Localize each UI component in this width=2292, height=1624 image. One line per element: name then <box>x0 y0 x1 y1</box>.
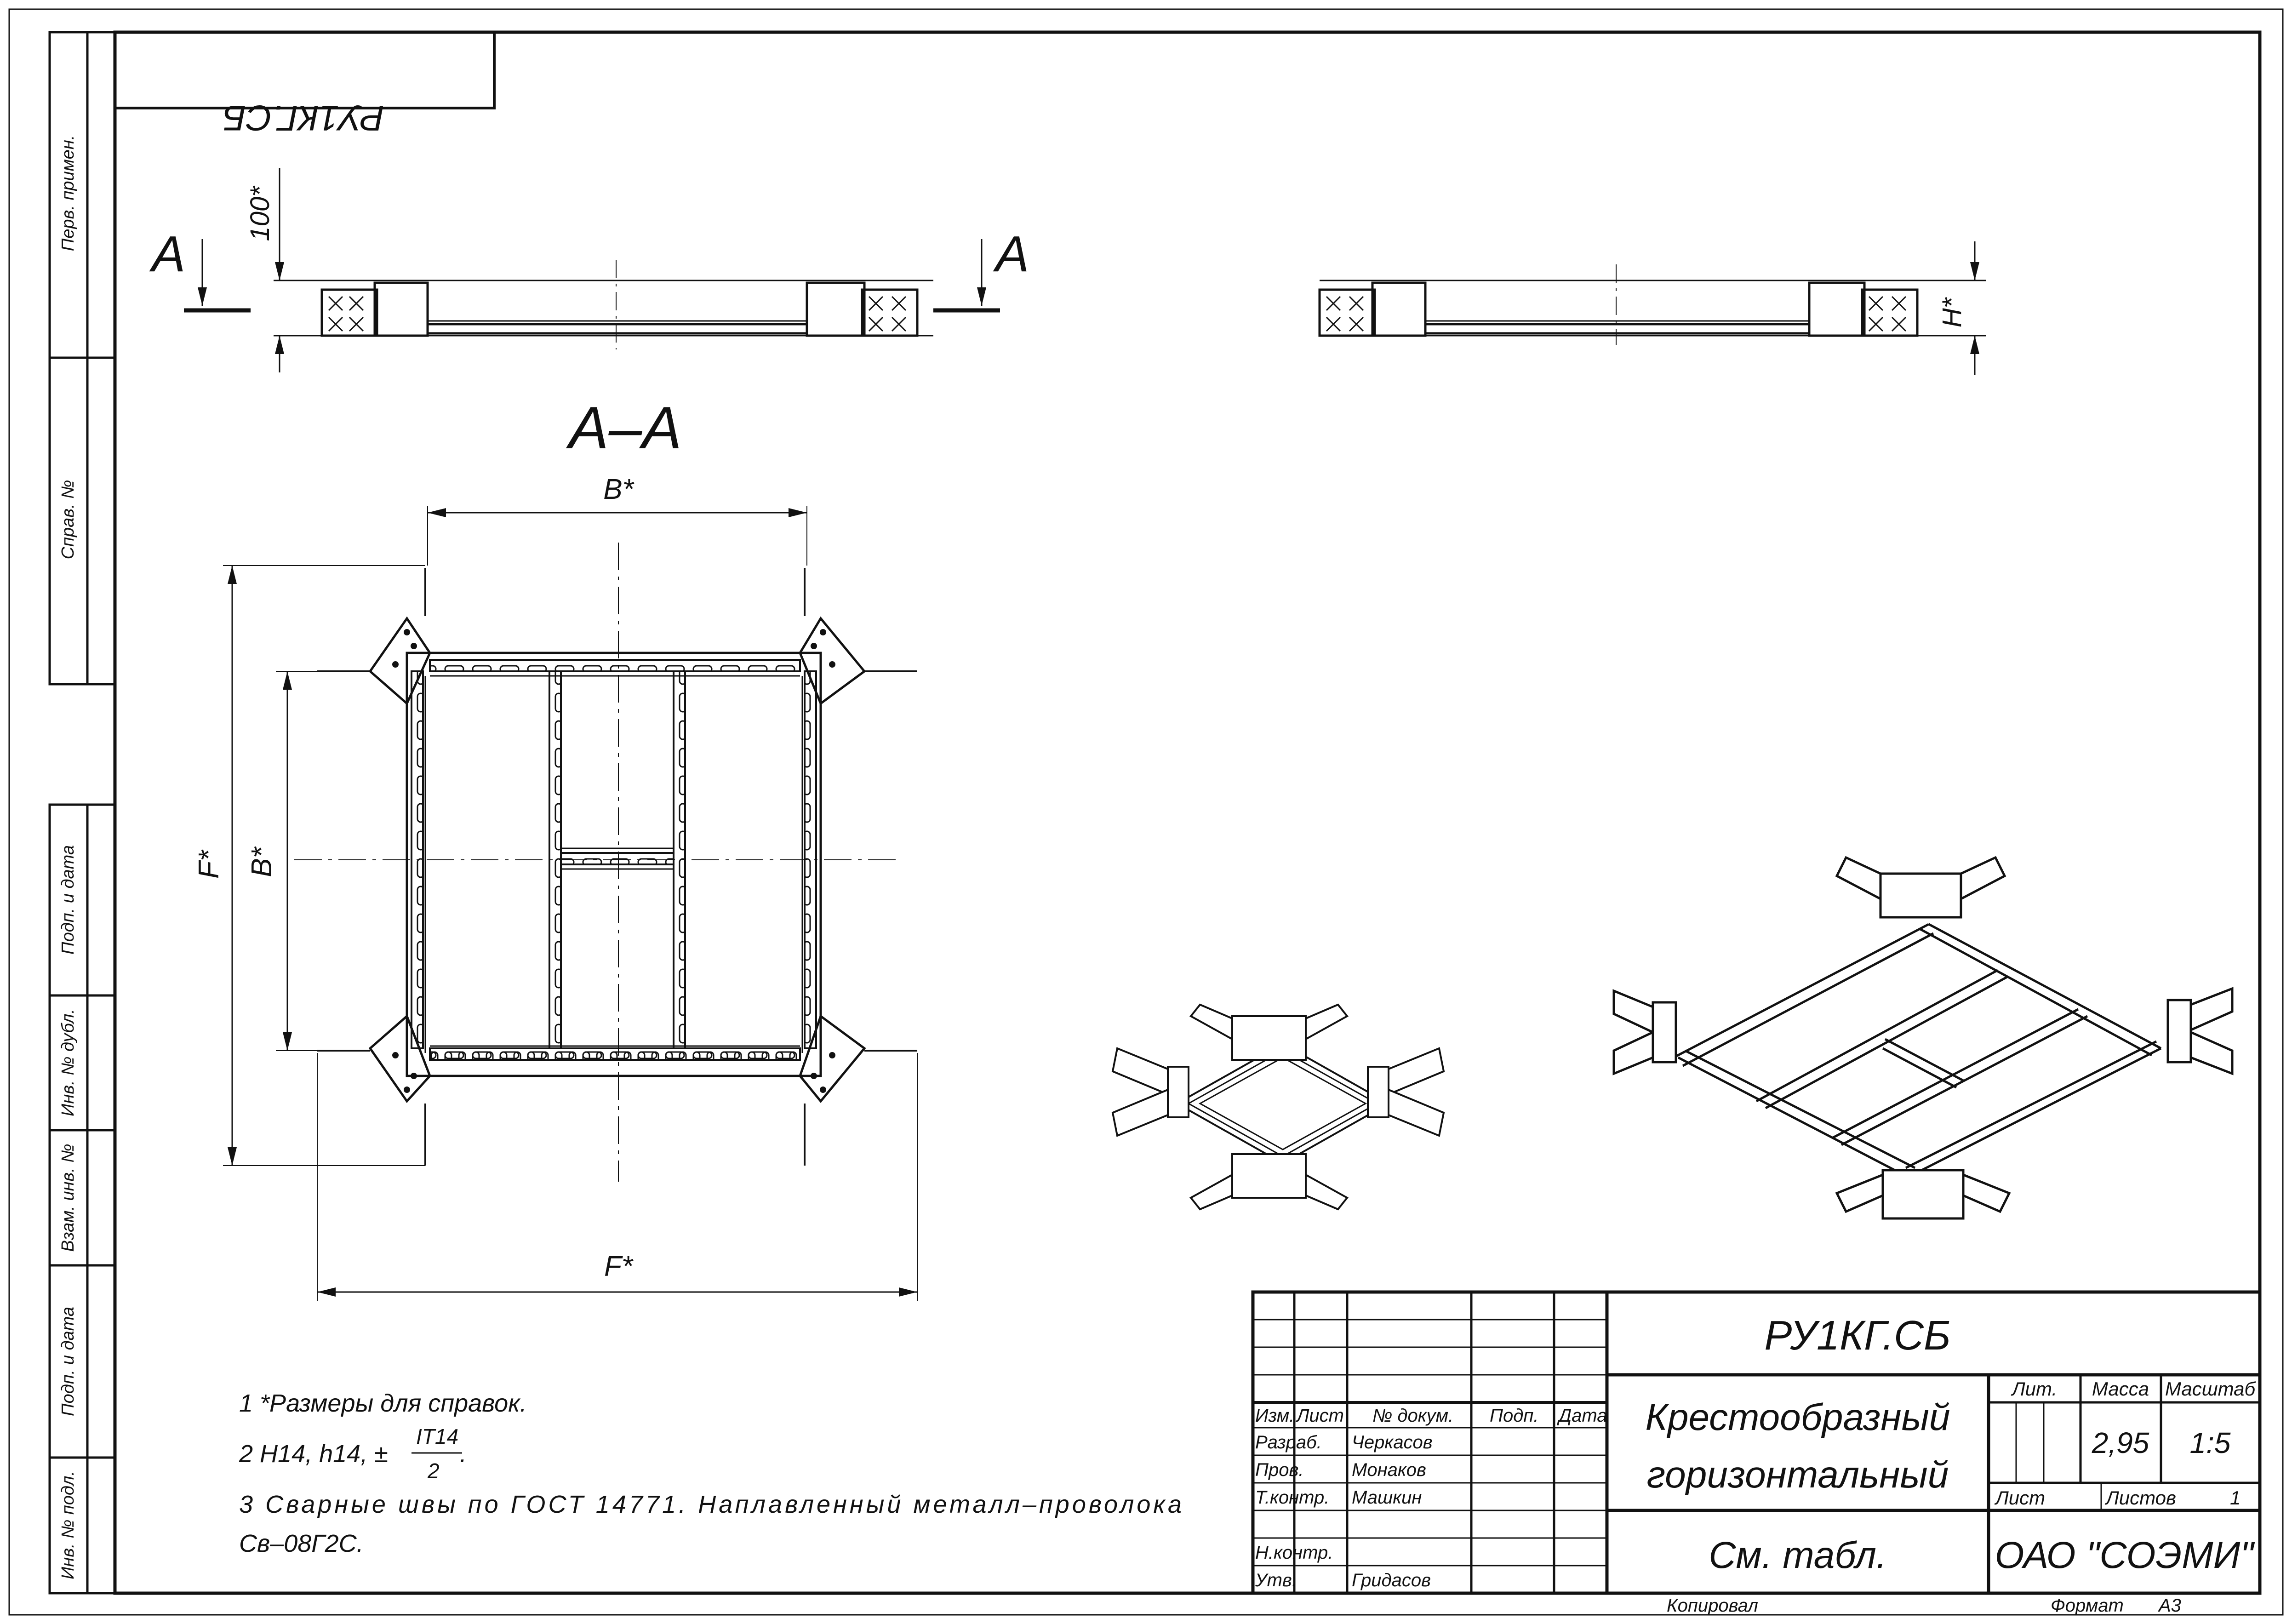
isometric-large <box>1612 856 2234 1220</box>
strip-label-dubl: Инв. № дубл. <box>58 1009 78 1116</box>
strip-label-podp1: Подп. и дата <box>58 845 78 955</box>
side-strip <box>48 31 116 1595</box>
tb-sheet-label: Лист <box>1994 1487 2045 1509</box>
tb-header-list: Лист <box>1295 1406 1344 1426</box>
tb-header-doc: № докум. <box>1372 1406 1453 1426</box>
dim-b-left: В* <box>246 846 278 877</box>
tb-role-0: Разраб. <box>1255 1432 1322 1452</box>
note-2-den: 2 <box>427 1459 440 1483</box>
tb-mass-label: Масса <box>2092 1378 2149 1400</box>
tb-company: ОАО "СОЭМИ" <box>1995 1534 2256 1576</box>
section-label: А–А <box>566 394 682 461</box>
tb-sheets-count: 1 <box>2230 1487 2241 1509</box>
dim-f-left: F* <box>193 849 225 879</box>
tb-title-line2: горизонтальный <box>1647 1454 1949 1496</box>
tb-mass-value: 2,95 <box>2092 1426 2149 1459</box>
tb-header-sign: Подп. <box>1490 1406 1538 1426</box>
tb-name-1: Монаков <box>1352 1460 1426 1480</box>
tb-name-5: Гридасов <box>1352 1570 1431 1590</box>
stamp-box: РУ1КГ.СБ <box>114 31 496 138</box>
strip-label-podl: Инв. № подл. <box>58 1471 78 1579</box>
note-2-suffix: . <box>460 1440 467 1468</box>
strip-label-vzam: Взам. инв. № <box>58 1144 78 1252</box>
tb-code: РУ1КГ.СБ <box>1764 1313 1950 1359</box>
tb-sheets-label: Листов <box>2104 1487 2176 1509</box>
tb-lit-label: Лит. <box>2011 1378 2057 1400</box>
tb-name-0: Черкасов <box>1352 1432 1433 1452</box>
tb-name-2: Машкин <box>1352 1487 1422 1508</box>
tb-role-1: Пров. <box>1255 1460 1303 1480</box>
cut-label-left: А <box>149 226 185 282</box>
note-3-line1: 3 Сварные швы по ГОСТ 14771. Наплавленны… <box>239 1491 1182 1518</box>
note-2-num: IT14 <box>416 1424 458 1448</box>
tb-title-line1: Крестообразный <box>1646 1396 1950 1438</box>
dim-height: 100* <box>245 185 275 241</box>
tb-scale-label: Масштаб <box>2165 1378 2256 1400</box>
cut-label-right: А <box>993 226 1029 282</box>
title-block <box>1251 1290 2262 1595</box>
dim-b-top: В* <box>603 474 634 505</box>
dim-f-bottom: F* <box>604 1251 634 1282</box>
front-view-right <box>1318 241 1986 375</box>
stamp-code-mirrored: РУ1КГ.СБ <box>223 98 384 138</box>
isometric-small <box>1111 1003 1445 1211</box>
front-view-left <box>184 168 1000 372</box>
tb-material: См. табл. <box>1709 1534 1886 1576</box>
tb-scale-value: 1:5 <box>2190 1426 2231 1459</box>
note-3-line2: Св–08Г2С. <box>239 1530 364 1557</box>
dim-h: Н* <box>1937 297 1967 327</box>
tb-header-date: Дата <box>1557 1406 1607 1426</box>
tb-role-4: Н.контр. <box>1255 1543 1333 1563</box>
tb-role-2: Т.контр. <box>1255 1487 1329 1508</box>
note-2: 2 Н14, h14, ± <box>239 1440 388 1468</box>
strip-label-podp2: Подп. и дата <box>58 1307 78 1416</box>
section-plan-view <box>223 506 918 1301</box>
tb-header-izm: Изм. <box>1255 1406 1294 1426</box>
strip-label-sprav: Справ. № <box>58 480 78 560</box>
format-value: А3 <box>2158 1595 2181 1616</box>
copied-label: Копировал <box>1667 1595 1758 1616</box>
tb-role-5: Утв. <box>1255 1570 1297 1590</box>
note-1: 1 *Размеры для справок. <box>239 1390 527 1417</box>
format-label: Формат <box>2051 1595 2124 1616</box>
strip-label-perv: Перв. примен. <box>58 135 78 252</box>
